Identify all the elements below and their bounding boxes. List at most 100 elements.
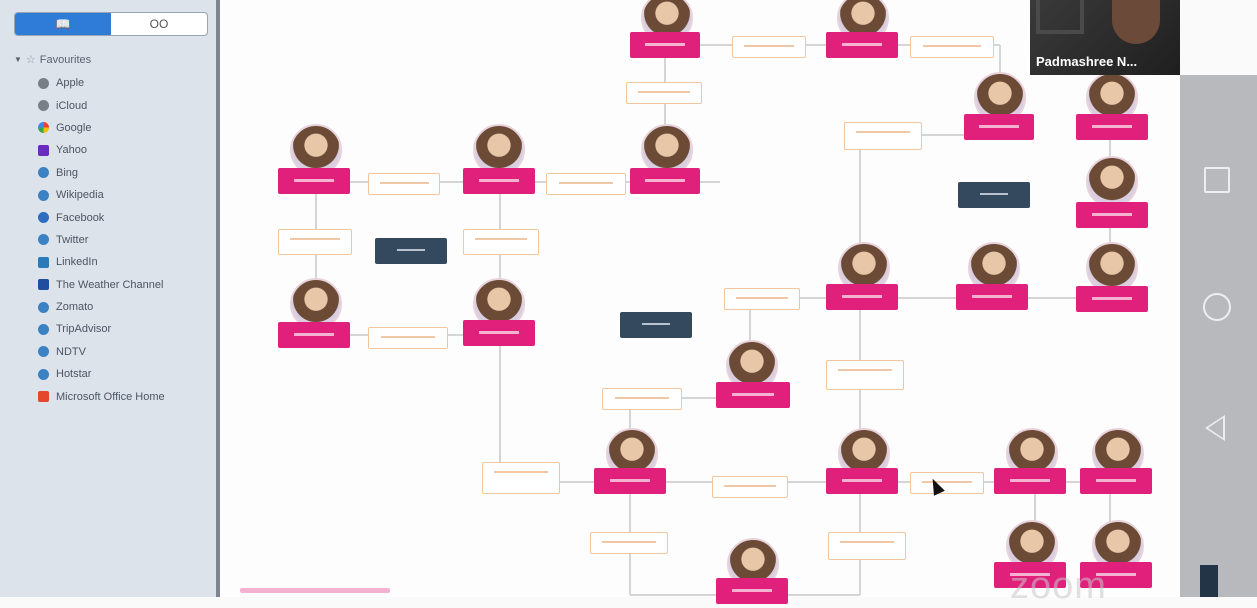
relationship-label[interactable] <box>732 36 806 58</box>
relationship-label[interactable] <box>602 388 682 410</box>
globe-icon <box>38 167 49 179</box>
android-nav-bar <box>1180 75 1257 597</box>
weather-icon <box>38 279 49 291</box>
favourites-list: Apple iCloud Google Yahoo Bing Wikipedia… <box>38 72 165 408</box>
bookmark-label: Apple <box>56 77 85 90</box>
character-node[interactable] <box>1076 202 1148 228</box>
bookmark-label: Twitter <box>56 233 89 246</box>
character-avatar[interactable] <box>290 124 342 176</box>
globe-icon <box>38 189 49 201</box>
group-label[interactable] <box>375 238 447 264</box>
character-avatar[interactable] <box>473 124 525 176</box>
globe-icon <box>38 234 49 246</box>
bookmark-bing[interactable]: Bing <box>38 162 165 184</box>
character-node[interactable] <box>1076 114 1148 140</box>
bookmark-label: Bing <box>56 166 79 179</box>
bookmark-facebook[interactable]: Facebook <box>38 206 165 228</box>
apple-icon <box>38 77 49 89</box>
character-node[interactable] <box>630 32 700 58</box>
character-node[interactable] <box>826 284 898 310</box>
bookmark-yahoo[interactable]: Yahoo <box>38 139 165 161</box>
character-node[interactable] <box>630 168 700 194</box>
relationship-label[interactable] <box>546 173 626 195</box>
tab-reading-list[interactable]: OO <box>149 17 169 31</box>
bookmark-linkedin[interactable]: LinkedIn <box>38 251 165 273</box>
star-icon: ☆ <box>25 54 36 66</box>
bookmark-label: Hotstar <box>56 368 92 381</box>
bookmark-twitter[interactable]: Twitter <box>38 229 165 251</box>
character-avatar[interactable] <box>641 124 693 176</box>
relationship-label[interactable] <box>626 82 702 104</box>
bookmark-label: The Weather Channel <box>56 278 164 291</box>
bookmark-tripadvisor[interactable]: TripAdvisor <box>38 318 165 340</box>
relationship-label[interactable] <box>910 36 994 58</box>
scrollbar[interactable] <box>1200 565 1218 597</box>
bookmark-label: LinkedIn <box>56 256 98 269</box>
participant-video-tile[interactable]: Padmashree N... <box>1030 0 1180 75</box>
character-node[interactable] <box>826 468 898 494</box>
relationship-label[interactable] <box>828 532 906 560</box>
bookmark-google[interactable]: Google <box>38 117 165 139</box>
character-node[interactable] <box>716 578 788 604</box>
character-node[interactable] <box>463 320 535 346</box>
character-node[interactable] <box>964 114 1034 140</box>
tab-bookmarks[interactable]: 📖 <box>15 13 111 35</box>
globe-icon <box>38 346 49 358</box>
bookmark-icloud[interactable]: iCloud <box>38 94 165 116</box>
relationship-label[interactable] <box>724 288 800 310</box>
relationship-label[interactable] <box>844 122 922 150</box>
group-label[interactable] <box>958 182 1030 208</box>
disclosure-triangle-icon[interactable]: ▼ <box>14 55 22 64</box>
globe-icon <box>38 301 49 313</box>
relationship-label[interactable] <box>278 229 352 255</box>
bookmark-label: iCloud <box>56 99 88 112</box>
bookmark-wikipedia[interactable]: Wikipedia <box>38 184 165 206</box>
relationship-label[interactable] <box>910 472 984 494</box>
bookmark-label: NDTV <box>56 345 86 358</box>
home-icon[interactable] <box>1203 293 1231 321</box>
favourites-header[interactable]: ▼ ☆ Favourites <box>14 53 92 67</box>
character-node[interactable] <box>994 468 1066 494</box>
bookmark-label: Google <box>56 121 92 134</box>
zoom-watermark: zoom <box>1010 565 1107 607</box>
office-icon <box>38 391 49 403</box>
recent-apps-icon[interactable] <box>1204 167 1230 193</box>
bookmark-label: Yahoo <box>56 144 87 157</box>
favourites-label: Favourites <box>39 53 92 66</box>
footer-link[interactable] <box>240 588 390 593</box>
character-node[interactable] <box>716 382 790 408</box>
bookmark-hotstar[interactable]: Hotstar <box>38 363 165 385</box>
relationship-label[interactable] <box>463 229 539 255</box>
relationship-label[interactable] <box>712 476 788 498</box>
relationship-label[interactable] <box>826 360 904 390</box>
group-label[interactable] <box>620 312 692 338</box>
character-node[interactable] <box>1080 468 1152 494</box>
character-node[interactable] <box>1080 562 1152 588</box>
participant-face <box>1112 0 1160 44</box>
bookmark-ndtv[interactable]: NDTV <box>38 341 165 363</box>
relationship-diagram[interactable] <box>220 0 1180 604</box>
participant-name: Padmashree N... <box>1036 54 1138 69</box>
character-node[interactable] <box>594 468 666 494</box>
character-node[interactable] <box>826 32 898 58</box>
bookmark-weather-channel[interactable]: The Weather Channel <box>38 274 165 296</box>
bookmark-zomato[interactable]: Zomato <box>38 296 165 318</box>
character-node[interactable] <box>463 168 535 194</box>
character-node[interactable] <box>1076 286 1148 312</box>
relationship-label[interactable] <box>368 327 448 349</box>
apple-icon <box>38 100 49 112</box>
character-node[interactable] <box>278 322 350 348</box>
character-avatar[interactable] <box>1086 156 1138 208</box>
relationship-label[interactable] <box>482 462 560 494</box>
relationship-label[interactable] <box>590 532 668 554</box>
character-node[interactable] <box>956 284 1028 310</box>
bookmark-apple[interactable]: Apple <box>38 72 165 94</box>
character-node[interactable] <box>994 562 1066 588</box>
relationship-label[interactable] <box>368 173 440 195</box>
character-node[interactable] <box>278 168 350 194</box>
back-icon[interactable] <box>1205 415 1225 441</box>
facebook-icon <box>38 212 49 224</box>
bookmark-office[interactable]: Microsoft Office Home <box>38 385 165 407</box>
bookmark-label: Microsoft Office Home <box>56 390 165 403</box>
google-icon <box>38 122 49 134</box>
